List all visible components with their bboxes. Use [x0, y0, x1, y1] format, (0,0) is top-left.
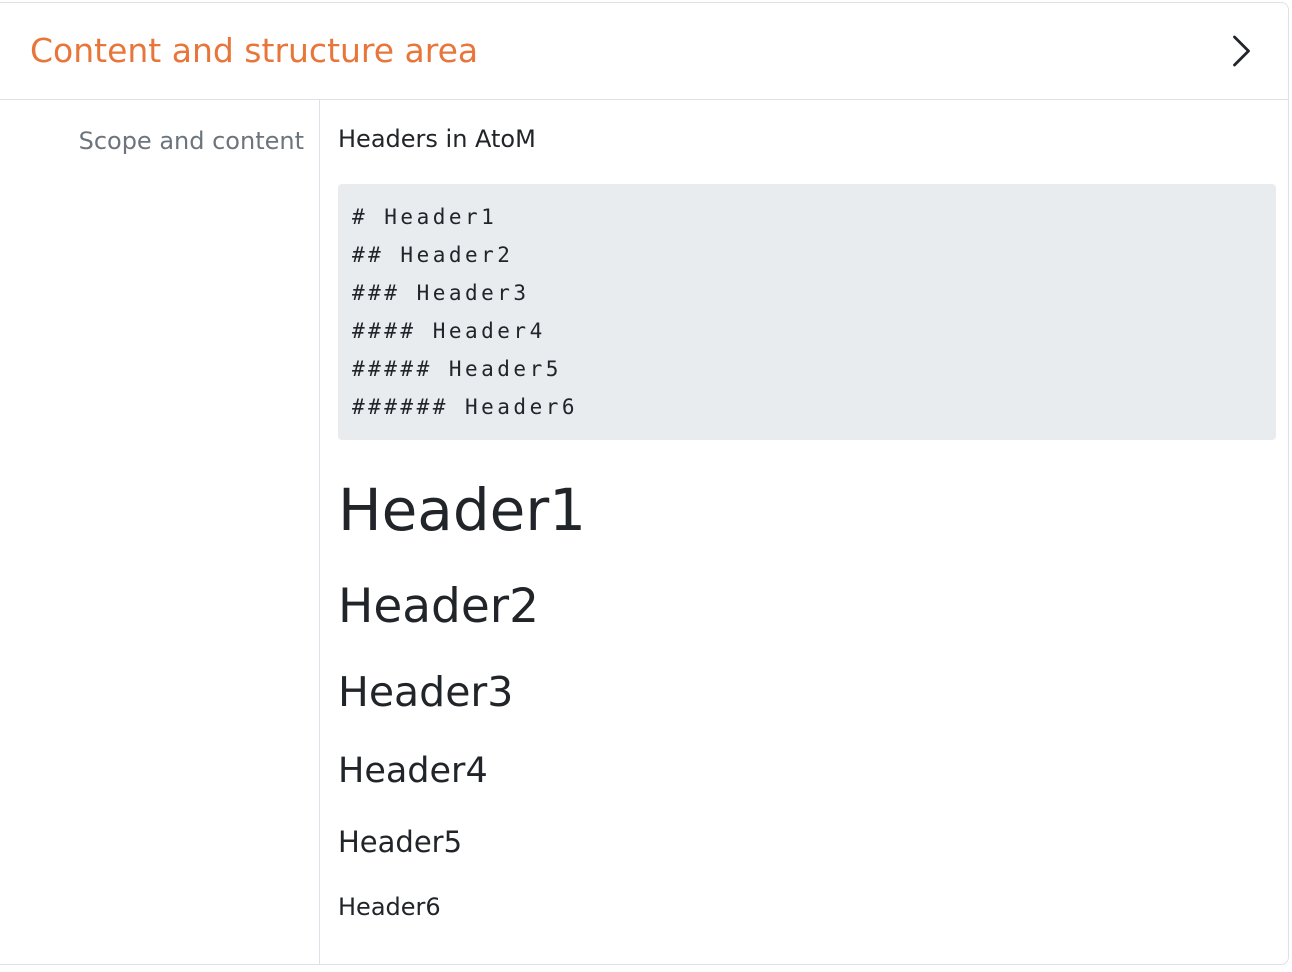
rendered-header-h4: Header4	[338, 751, 488, 792]
field-row: Scope and content Headers in AtoM # Head…	[0, 100, 1288, 964]
rendered-header-h1: Header1	[338, 476, 587, 544]
rendered-header-h3: Header3	[338, 667, 514, 716]
markdown-code-block: # Header1 ## Header2 ### Header3 #### He…	[338, 184, 1276, 440]
field-value: Headers in AtoM # Header1 ## Header2 ###…	[320, 100, 1288, 964]
rendered-header-h5: Header5	[338, 825, 463, 860]
section-title: Content and structure area	[30, 31, 479, 71]
collapse-toggle-button[interactable]	[1231, 33, 1252, 69]
field-label: Scope and content	[0, 100, 320, 964]
rendered-header-h6: Header6	[338, 892, 441, 921]
rendered-header-h2: Header2	[338, 578, 540, 634]
field-value-intro: Headers in AtoM	[338, 125, 536, 153]
chevron-right-icon	[1231, 33, 1252, 69]
section-header[interactable]: Content and structure area	[0, 3, 1288, 100]
